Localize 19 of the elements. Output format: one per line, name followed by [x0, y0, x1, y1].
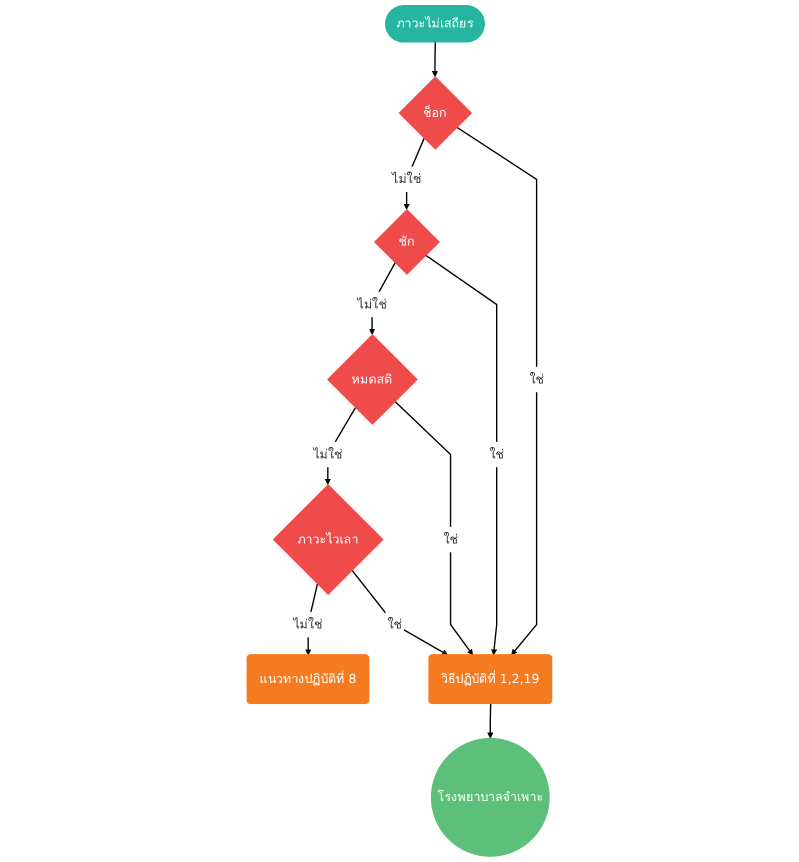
arrow: [394, 400, 474, 656]
node-diamond: ช็อก: [398, 76, 472, 150]
arrow: [456, 126, 538, 656]
edge-label: ไม่ใช่: [313, 447, 342, 462]
arrow: [487, 704, 494, 739]
edge-label: ไม่ใช่: [294, 617, 323, 632]
edge-label: ไม่ใช่: [392, 172, 422, 187]
edge-label: ใช่: [388, 617, 402, 632]
edge-label: ใช่: [490, 447, 504, 462]
node-circle: โรงพยาบาลจำเพาะ: [430, 738, 550, 857]
arrow: [432, 42, 438, 77]
node-diamond: ชัก: [374, 208, 440, 275]
arrow: [425, 254, 498, 656]
node-diamond: ภาวะไวเลา: [272, 484, 384, 595]
edge-label: ไม่ใช่: [358, 297, 387, 312]
edge-label: ใช่: [529, 372, 544, 387]
edge-label: ใช่: [443, 532, 458, 547]
node-diamond: หมดสติ: [327, 334, 418, 425]
arrow: [352, 570, 448, 656]
